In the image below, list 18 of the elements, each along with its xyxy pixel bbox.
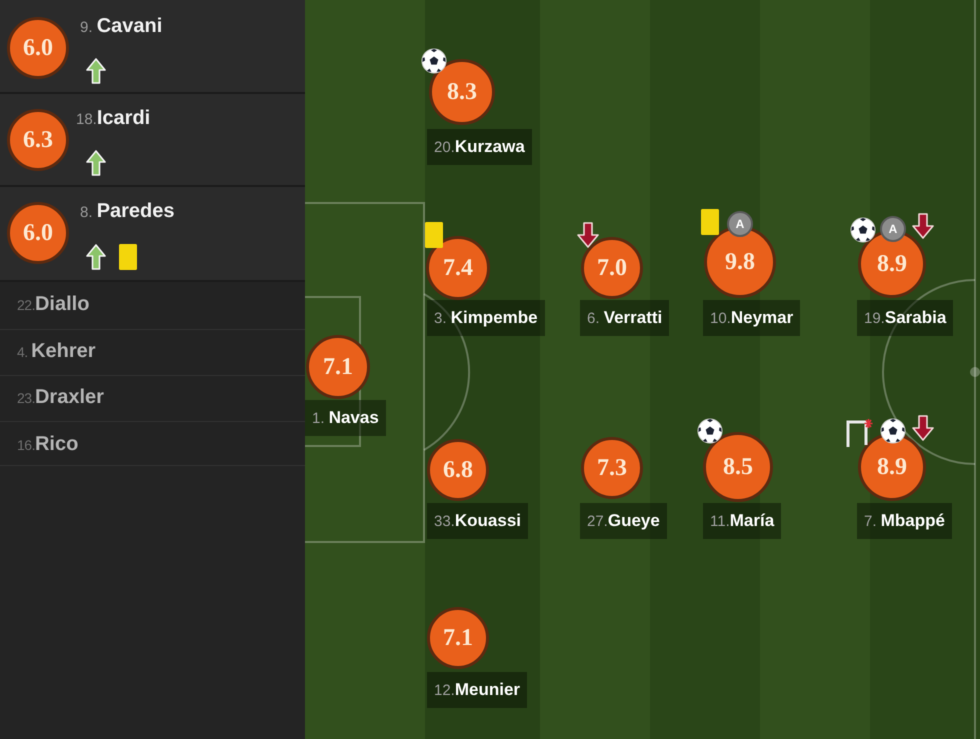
player-name: 12.Meunier — [427, 672, 528, 708]
player-name: 18.Icardi — [76, 106, 150, 131]
player-name: 16.Rico — [17, 432, 78, 457]
player-name: 4. Kehrer — [17, 339, 96, 364]
player-name: 11.María — [703, 503, 782, 539]
player-name: 6. Verratti — [580, 300, 670, 336]
player-name: 22.Diallo — [17, 292, 90, 317]
player-name: 1. Navas — [305, 400, 386, 436]
player-name: 3. Kimpembe — [427, 300, 545, 336]
player-name: 8. Paredes — [80, 199, 175, 224]
player-name: 19.Sarabia — [857, 300, 954, 336]
player-name: 9. Cavani — [80, 14, 162, 39]
player-name: 27.Gueye — [580, 503, 667, 539]
player-name: 10.Neymar — [703, 300, 800, 336]
player-name: 7. Mbappé — [857, 503, 952, 539]
player-name: 23.Draxler — [17, 385, 104, 410]
player-name: 20.Kurzawa — [427, 129, 532, 165]
player-name: 33.Kouassi — [427, 503, 528, 539]
